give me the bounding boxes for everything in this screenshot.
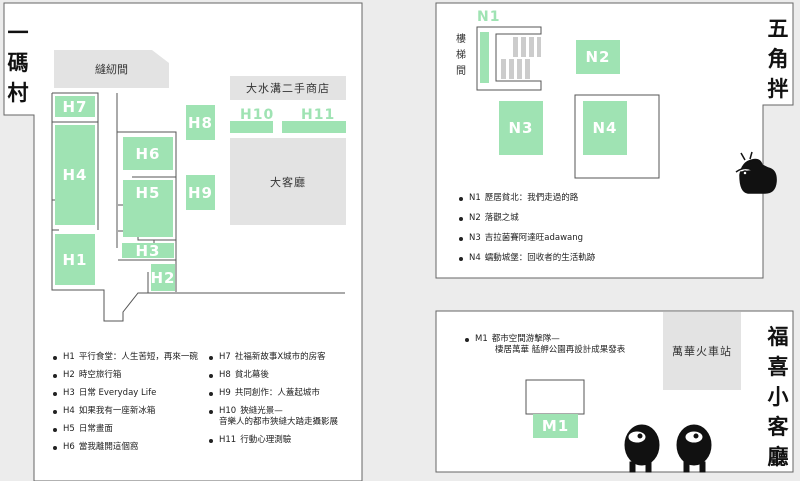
area-title-fuxi-living-room: 福喜小客廳	[767, 325, 789, 469]
booth-h10[interactable]	[230, 121, 273, 133]
booth-h11-label: H11	[301, 107, 336, 123]
booth-m1[interactable]: M1	[533, 414, 578, 438]
snail-illustration	[735, 151, 777, 194]
area-title-wujiaoban: 五角拌	[767, 17, 789, 101]
wanhua-station: 萬華火車站	[663, 312, 741, 390]
area-title-yimacun: 一碼村	[7, 21, 29, 105]
booth-h3[interactable]: H3	[122, 242, 174, 260]
booth-h10-label: H10	[240, 107, 275, 123]
booth-h8[interactable]: H8	[186, 105, 215, 140]
booth-n4[interactable]: N4	[583, 101, 627, 155]
stairs	[501, 37, 541, 79]
booth-n3[interactable]: N3	[499, 101, 543, 155]
booth-n1-label: N1	[477, 9, 501, 25]
sewing-room-shape	[54, 50, 169, 88]
booth-h6[interactable]: H6	[123, 137, 173, 170]
booth-n2[interactable]: N2	[576, 40, 620, 74]
booth-h2[interactable]: H2	[151, 264, 175, 291]
booth-n1[interactable]	[480, 32, 489, 83]
booth-h9[interactable]: H9	[186, 175, 215, 210]
room-sewing: 縫紉間	[95, 63, 128, 76]
booth-h11[interactable]	[282, 121, 346, 133]
room-living: 大客廳	[230, 138, 346, 225]
stairwell-label: 樓梯間	[456, 34, 466, 77]
booth-h7[interactable]: H7	[55, 96, 95, 117]
booth-h1[interactable]: H1	[55, 234, 95, 285]
booth-h4[interactable]: H4	[55, 125, 95, 225]
booth-h5[interactable]: H5	[123, 180, 173, 237]
creature-illustrations	[624, 424, 712, 473]
room-secondhand-shop: 大水溝二手商店	[230, 76, 346, 100]
